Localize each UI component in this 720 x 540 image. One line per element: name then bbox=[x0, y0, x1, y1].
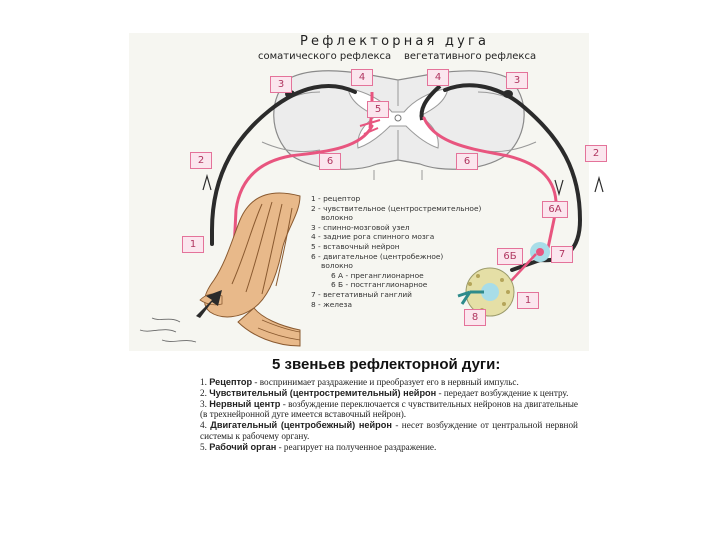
legend-item: 6 Б - постганглионарное bbox=[331, 280, 428, 290]
legend-item: 8 - железа bbox=[311, 299, 353, 309]
legend-item: 4 - задние рога спинного мозга bbox=[311, 232, 435, 242]
legend-item: 6 А - преганглионарное bbox=[331, 270, 424, 280]
arrow-up-left-icon bbox=[202, 173, 212, 191]
marker-8: 8 bbox=[464, 309, 486, 326]
marker-4-right: 4 bbox=[427, 69, 449, 86]
legend-item: 7 - вегетативный ганглий bbox=[311, 289, 412, 299]
legend-item: волокно bbox=[321, 261, 353, 271]
marker-7: 7 bbox=[551, 246, 573, 263]
list-item: 2. Чувствительный (центростремительный) … bbox=[200, 387, 569, 398]
marker-1-right: 1 bbox=[517, 292, 539, 309]
list-item: 3. Нервный центр - возбуждение переключа… bbox=[200, 398, 578, 420]
legend-item: 5 - вставочный нейрон bbox=[311, 241, 400, 251]
list-item: 1. Рецептор - воспринимает раздражение и… bbox=[200, 377, 519, 387]
legend-item: 6 - двигательное (центробежное) bbox=[311, 251, 444, 261]
marker-5: 5 bbox=[367, 101, 389, 118]
arrow-up-right-icon bbox=[594, 175, 604, 193]
marker-2-left: 2 bbox=[190, 152, 212, 169]
links-heading: 5 звеньев рефлекторной дуги: bbox=[272, 356, 501, 373]
arm-muscle bbox=[139, 192, 301, 347]
links-list: 1. Рецептор - воспринимает раздражение и… bbox=[200, 377, 578, 453]
legend-item: 2 - чувствительное (центростремительное) bbox=[311, 203, 482, 213]
marker-6-right: 6 bbox=[456, 153, 478, 170]
marker-6b: 6Б bbox=[497, 248, 523, 265]
legend-item: волокно bbox=[321, 213, 353, 223]
subtitle-somatic: соматического рефлекса bbox=[258, 51, 392, 62]
stimulus-arrow-icon bbox=[196, 290, 222, 318]
arrow-down-right-icon bbox=[554, 179, 564, 197]
marker-3-left: 3 bbox=[270, 76, 292, 93]
list-item: 4. Двигательный (центробежный) нейрон - … bbox=[200, 420, 578, 441]
marker-4-left: 4 bbox=[351, 69, 373, 86]
gland bbox=[457, 267, 515, 317]
list-item: 5. Рабочий орган - реагирует на полученн… bbox=[200, 441, 437, 452]
motor-fiber-left bbox=[232, 124, 374, 252]
vegetative-ganglion bbox=[509, 242, 550, 283]
legend-item: 3 - спинно-мозговой узел bbox=[311, 222, 410, 232]
diagram-legend: 1 - рецептор 2 - чувствительное (центрос… bbox=[311, 194, 481, 309]
legend-item: 1 - рецептор bbox=[311, 194, 361, 203]
sensory-fiber-left bbox=[210, 84, 357, 246]
diagram-title: Рефлекторная дуга bbox=[300, 34, 490, 49]
marker-3-right: 3 bbox=[506, 72, 528, 89]
marker-6a: 6А bbox=[542, 201, 568, 218]
subtitle-vegetative: вегетативного рефлекса bbox=[404, 51, 537, 62]
motor-fiber-right bbox=[422, 116, 558, 250]
marker-1-left: 1 bbox=[182, 236, 204, 253]
marker-2-right: 2 bbox=[585, 145, 607, 162]
marker-6-left: 6 bbox=[319, 153, 341, 170]
